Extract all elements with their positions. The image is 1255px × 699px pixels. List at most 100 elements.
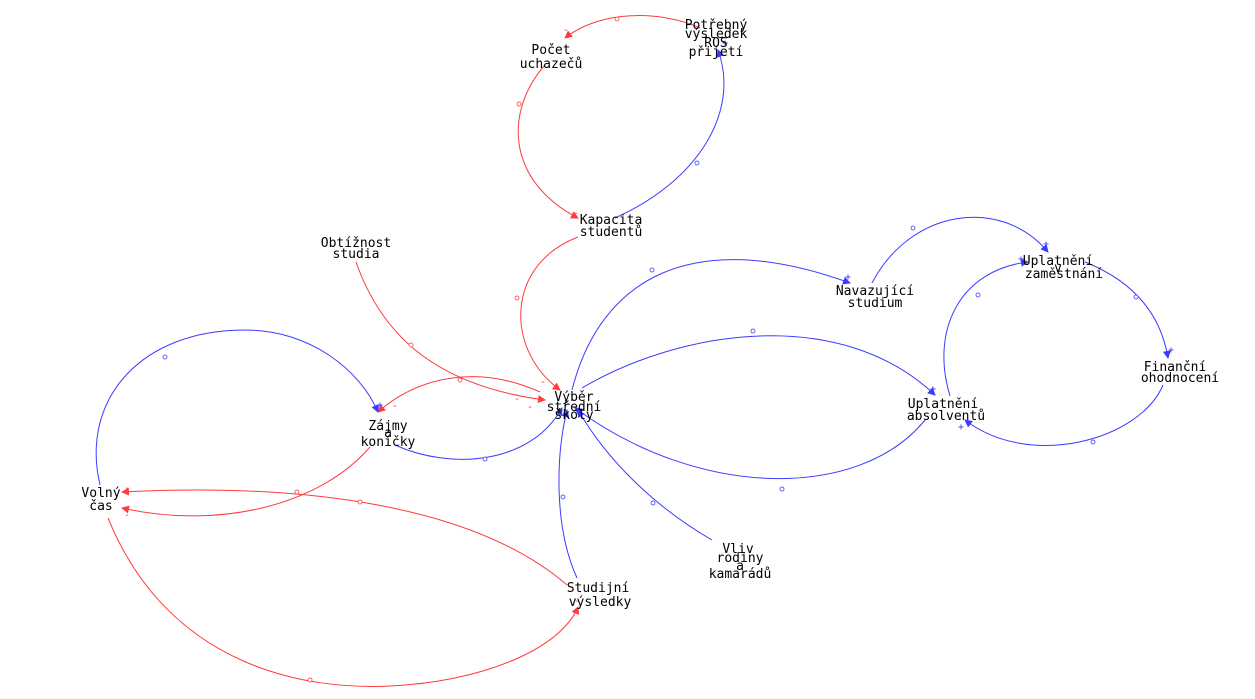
node-financni-ohodnoceni: Finanční ohodnocení bbox=[1141, 360, 1219, 386]
polarity-sign: + bbox=[377, 400, 383, 411]
node-vliv-rodiny-a-kamaradu: Vliv rodiny a kamarádů bbox=[709, 542, 772, 582]
node-label-line: Počet bbox=[531, 43, 570, 58]
node-navazujici-studium: Navazující studium bbox=[836, 284, 914, 311]
edge-vyber-zajmy bbox=[377, 376, 541, 413]
edge-midpoint bbox=[162, 354, 168, 360]
node-label-line: Navazující bbox=[836, 284, 914, 299]
node-pocet-uchazecu: Počet uchazečů bbox=[520, 43, 583, 72]
node-label-line: zaměstnání bbox=[1025, 267, 1103, 282]
edge-kapacita-potrebny bbox=[614, 49, 725, 219]
polarity-sign: + bbox=[845, 272, 851, 283]
polarity-sign: - bbox=[527, 402, 533, 413]
node-label-line: ROS bbox=[704, 36, 727, 51]
node-label-line: Volný bbox=[81, 486, 120, 501]
edge-midpoint bbox=[975, 292, 981, 298]
node-potrebny-vysledek: Potřebný výsledek ROS přijetí bbox=[685, 18, 748, 60]
edge-zamestnani-financni bbox=[1084, 261, 1171, 359]
edge-midpoint bbox=[514, 295, 520, 301]
node-label-line: Uplatnění bbox=[908, 397, 978, 412]
node-label-line: Obtížnost bbox=[321, 236, 391, 251]
polarity-sign: - bbox=[392, 401, 398, 412]
node-label-line: výsledky bbox=[569, 595, 632, 610]
edge-midpoint bbox=[457, 377, 463, 383]
edge-pocet-kapacita bbox=[517, 64, 579, 219]
polarity-sign: + bbox=[1043, 239, 1049, 250]
polarity-sign: - bbox=[540, 377, 546, 388]
polarity-sign: - bbox=[574, 596, 580, 607]
edge-uplatneni-abs-vyber bbox=[574, 407, 926, 480]
node-label-line: studia bbox=[333, 247, 380, 262]
polarity-sign: + bbox=[1168, 345, 1174, 356]
edge-vyber-uplatneni-abs bbox=[581, 335, 936, 396]
edge-zajmy-vyber bbox=[394, 407, 563, 460]
node-label-line: Studijní bbox=[567, 581, 630, 596]
node-label-line: výsledek bbox=[685, 27, 748, 42]
node-uplatneni-absolventu: Uplatnění absolventů bbox=[907, 397, 985, 424]
node-label-line: Finanční bbox=[1144, 360, 1207, 375]
edge-volny-studijni bbox=[107, 517, 579, 687]
node-label-line: rodiny bbox=[717, 551, 764, 566]
polarity-sign: - bbox=[124, 483, 130, 494]
edge-midpoint bbox=[649, 267, 655, 273]
polarity-sign: - bbox=[563, 25, 569, 36]
node-label-line: Uplatnění bbox=[1023, 254, 1093, 269]
polarity-sign: + bbox=[958, 422, 964, 433]
polarity-sign: + bbox=[930, 384, 936, 395]
edge-midpoint bbox=[482, 456, 488, 462]
node-label-line: koníčky bbox=[361, 435, 416, 450]
node-label-line: v bbox=[1054, 261, 1062, 276]
node-label-line: čas bbox=[89, 499, 112, 514]
polarity-sign: - bbox=[573, 208, 579, 219]
polarity-sign: - bbox=[514, 394, 520, 405]
node-label-line: ohodnocení bbox=[1141, 371, 1219, 386]
node-label-line: absolventů bbox=[907, 409, 985, 424]
edge-kapacita-vyber bbox=[520, 236, 579, 391]
edge-vyber-navazujici bbox=[571, 259, 851, 391]
edge-studijni-volny bbox=[121, 487, 568, 586]
node-label-line: Kapacita bbox=[580, 213, 643, 228]
polarity-sign: - bbox=[124, 510, 130, 521]
edge-financni-uplatneni-abs bbox=[964, 384, 1164, 446]
node-kapacita-studentu: Kapacita studentů bbox=[580, 213, 643, 240]
node-label-line: Výběr bbox=[554, 390, 593, 405]
edge-navazujici-zamestnani bbox=[871, 216, 1049, 284]
node-obtiznost-studia: Obtížnost studia bbox=[321, 236, 391, 262]
edge-midpoint bbox=[650, 500, 656, 506]
edge-midpoint bbox=[307, 677, 313, 683]
node-label-line: školy bbox=[554, 408, 593, 423]
edge-midpoint bbox=[750, 328, 756, 334]
edge-midpoint bbox=[516, 101, 522, 107]
node-label-line: studentů bbox=[580, 225, 643, 240]
edge-potrebny-pocet bbox=[564, 15, 701, 39]
edge-obtiznost-vyber bbox=[355, 261, 546, 404]
polarity-sign: + bbox=[722, 38, 728, 49]
edge-midpoint bbox=[614, 16, 620, 22]
edge-vliv-vyber bbox=[577, 409, 713, 541]
edge-midpoint bbox=[560, 494, 566, 500]
node-zajmy-a-konicky: Zájmy a koníčky bbox=[361, 419, 416, 450]
node-label-line: studium bbox=[848, 296, 903, 311]
polarity-sign: + bbox=[1018, 254, 1024, 265]
edge-midpoint bbox=[408, 342, 414, 348]
edge-midpoint bbox=[294, 489, 300, 495]
node-vyber-stredni-skoly: Výběr střední školy bbox=[547, 390, 602, 423]
edge-midpoint bbox=[779, 486, 785, 492]
edge-midpoint bbox=[1133, 294, 1139, 300]
edge-midpoint bbox=[1090, 439, 1096, 445]
edge-midpoint bbox=[694, 160, 700, 166]
node-label-line: a bbox=[384, 426, 392, 441]
edge-uplatneni-abs-zamestnani bbox=[943, 258, 1029, 397]
node-label-line: uchazečů bbox=[520, 57, 583, 72]
node-label-line: střední bbox=[547, 400, 602, 415]
node-label-line: Zájmy bbox=[368, 419, 407, 434]
edge-volny-zajmy bbox=[95, 329, 379, 486]
edge-midpoint bbox=[357, 499, 363, 505]
node-label-line: a bbox=[736, 559, 744, 574]
node-label-line: kamarádů bbox=[709, 567, 772, 582]
edge-midpoint bbox=[910, 225, 916, 231]
node-volny-cas: Volný čas bbox=[81, 486, 120, 514]
node-label-line: přijetí bbox=[689, 45, 744, 60]
node-label-line: Potřebný bbox=[685, 18, 748, 33]
edge-zajmy-volny bbox=[121, 446, 371, 517]
